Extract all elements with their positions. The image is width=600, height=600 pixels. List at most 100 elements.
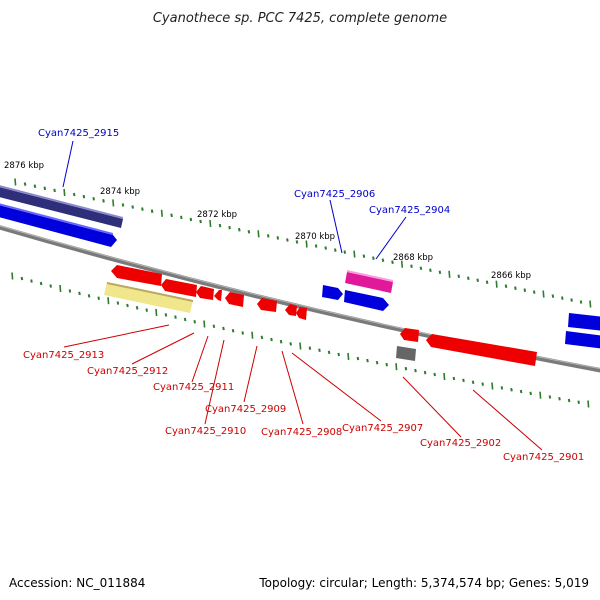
minor-tick: [410, 264, 413, 268]
minor-tick: [87, 294, 91, 298]
gene-label[interactable]: Cyan7425_2912: [87, 366, 168, 377]
gene-feature[interactable]: [322, 285, 343, 300]
gene-label[interactable]: Cyan7425_2908: [261, 427, 342, 438]
gene-feature[interactable]: [111, 265, 162, 286]
scale-label: 2872 kbp: [197, 210, 237, 220]
gene-feature[interactable]: [161, 279, 197, 297]
scale-tracks: [11, 178, 592, 408]
minor-tick: [579, 300, 583, 304]
minor-tick: [577, 400, 580, 404]
minor-tick: [270, 337, 273, 342]
minor-tick: [438, 270, 442, 274]
gene-feature[interactable]: [345, 272, 393, 293]
gene-feature-highlight: [0, 203, 113, 235]
minor-tick: [49, 284, 52, 288]
gene-feature[interactable]: [257, 298, 277, 312]
gene-label[interactable]: Cyan7425_2913: [23, 350, 104, 361]
major-tick: [11, 272, 14, 280]
gene-label[interactable]: Cyan7425_2902: [420, 438, 501, 449]
leader-line: [402, 376, 462, 438]
minor-tick: [570, 298, 573, 302]
minor-tick: [116, 301, 120, 305]
minor-tick: [452, 376, 456, 381]
gene-label[interactable]: Cyan7425_2906: [294, 189, 375, 200]
minor-tick: [457, 274, 461, 278]
minor-tick: [476, 278, 479, 282]
gene-label[interactable]: Cyan7425_2910: [165, 426, 246, 437]
minor-tick: [314, 244, 318, 248]
minor-tick: [238, 227, 241, 232]
leader-line: [329, 199, 343, 254]
major-tick: [395, 363, 398, 371]
minor-tick: [92, 197, 95, 201]
gene-feature[interactable]: [0, 186, 123, 228]
major-tick: [209, 220, 212, 228]
minor-tick: [308, 346, 312, 350]
minor-tick: [218, 223, 222, 228]
minor-tick: [423, 370, 427, 375]
major-tick: [353, 250, 356, 258]
gene-feature[interactable]: [285, 304, 297, 316]
major-tick: [203, 320, 206, 328]
minor-tick: [276, 236, 280, 240]
minor-tick: [135, 306, 139, 310]
scale-label: 2868 kbp: [393, 253, 433, 263]
minor-tick: [212, 324, 216, 328]
minor-tick: [30, 279, 33, 283]
gene-feature[interactable]: [104, 282, 193, 313]
topology-text: Topology: circular; Length: 5,374,574 bp…: [259, 576, 589, 590]
minor-tick: [43, 186, 47, 191]
reverse-strand-genes: [104, 265, 537, 366]
gene-label[interactable]: Cyan7425_2915: [38, 128, 119, 139]
gene-feature[interactable]: [568, 313, 600, 331]
minor-tick: [82, 194, 86, 199]
minor-tick: [504, 284, 508, 288]
minor-tick: [23, 182, 27, 186]
gene-label[interactable]: Cyan7425_2901: [503, 452, 584, 463]
minor-tick: [199, 219, 202, 224]
gene-feature[interactable]: [344, 290, 389, 311]
gene-feature[interactable]: [196, 286, 214, 300]
gene-label[interactable]: Cyan7425_2907: [342, 423, 423, 434]
gene-label[interactable]: Cyan7425_2909: [205, 404, 286, 415]
gene-feature[interactable]: [396, 346, 416, 361]
minor-tick: [471, 380, 475, 384]
leader-line: [191, 335, 209, 383]
minor-tick: [558, 397, 561, 401]
minor-tick: [260, 335, 264, 340]
minor-tick: [519, 389, 523, 394]
leader-line: [291, 352, 382, 422]
leader-line: [375, 216, 407, 260]
gene-feature[interactable]: [426, 334, 537, 366]
scale-label: 2876 kbp: [4, 161, 44, 171]
gene-feature[interactable]: [565, 331, 600, 349]
minor-tick: [222, 326, 225, 331]
major-tick: [14, 178, 17, 186]
minor-tick: [78, 291, 81, 296]
gene-feature[interactable]: [400, 328, 419, 342]
minor-tick: [183, 317, 187, 322]
gene-feature[interactable]: [225, 292, 244, 307]
gene-feature[interactable]: [296, 307, 307, 320]
minor-tick: [500, 386, 504, 390]
major-tick: [63, 188, 66, 197]
minor-tick: [193, 320, 196, 324]
minor-tick: [247, 230, 251, 234]
leader-line: [62, 140, 74, 188]
minor-tick: [327, 350, 331, 355]
forward-strand-genes: [0, 185, 600, 349]
gene-label[interactable]: Cyan7425_2911: [153, 382, 234, 393]
minor-tick: [366, 358, 369, 363]
minor-tick: [523, 288, 527, 292]
minor-tick: [53, 188, 56, 193]
minor-tick: [286, 238, 289, 242]
minor-tick: [334, 248, 337, 252]
minor-tick: [102, 199, 105, 203]
gene-feature[interactable]: [214, 290, 222, 301]
gene-label[interactable]: Cyan7425_2904: [369, 205, 450, 216]
major-tick: [112, 199, 115, 207]
gene-feature[interactable]: [0, 204, 117, 247]
minor-tick: [481, 382, 484, 386]
gene-labels: Cyan7425_2915 Cyan7425_2906 Cyan7425_290…: [23, 128, 584, 463]
leader-line: [472, 389, 543, 451]
